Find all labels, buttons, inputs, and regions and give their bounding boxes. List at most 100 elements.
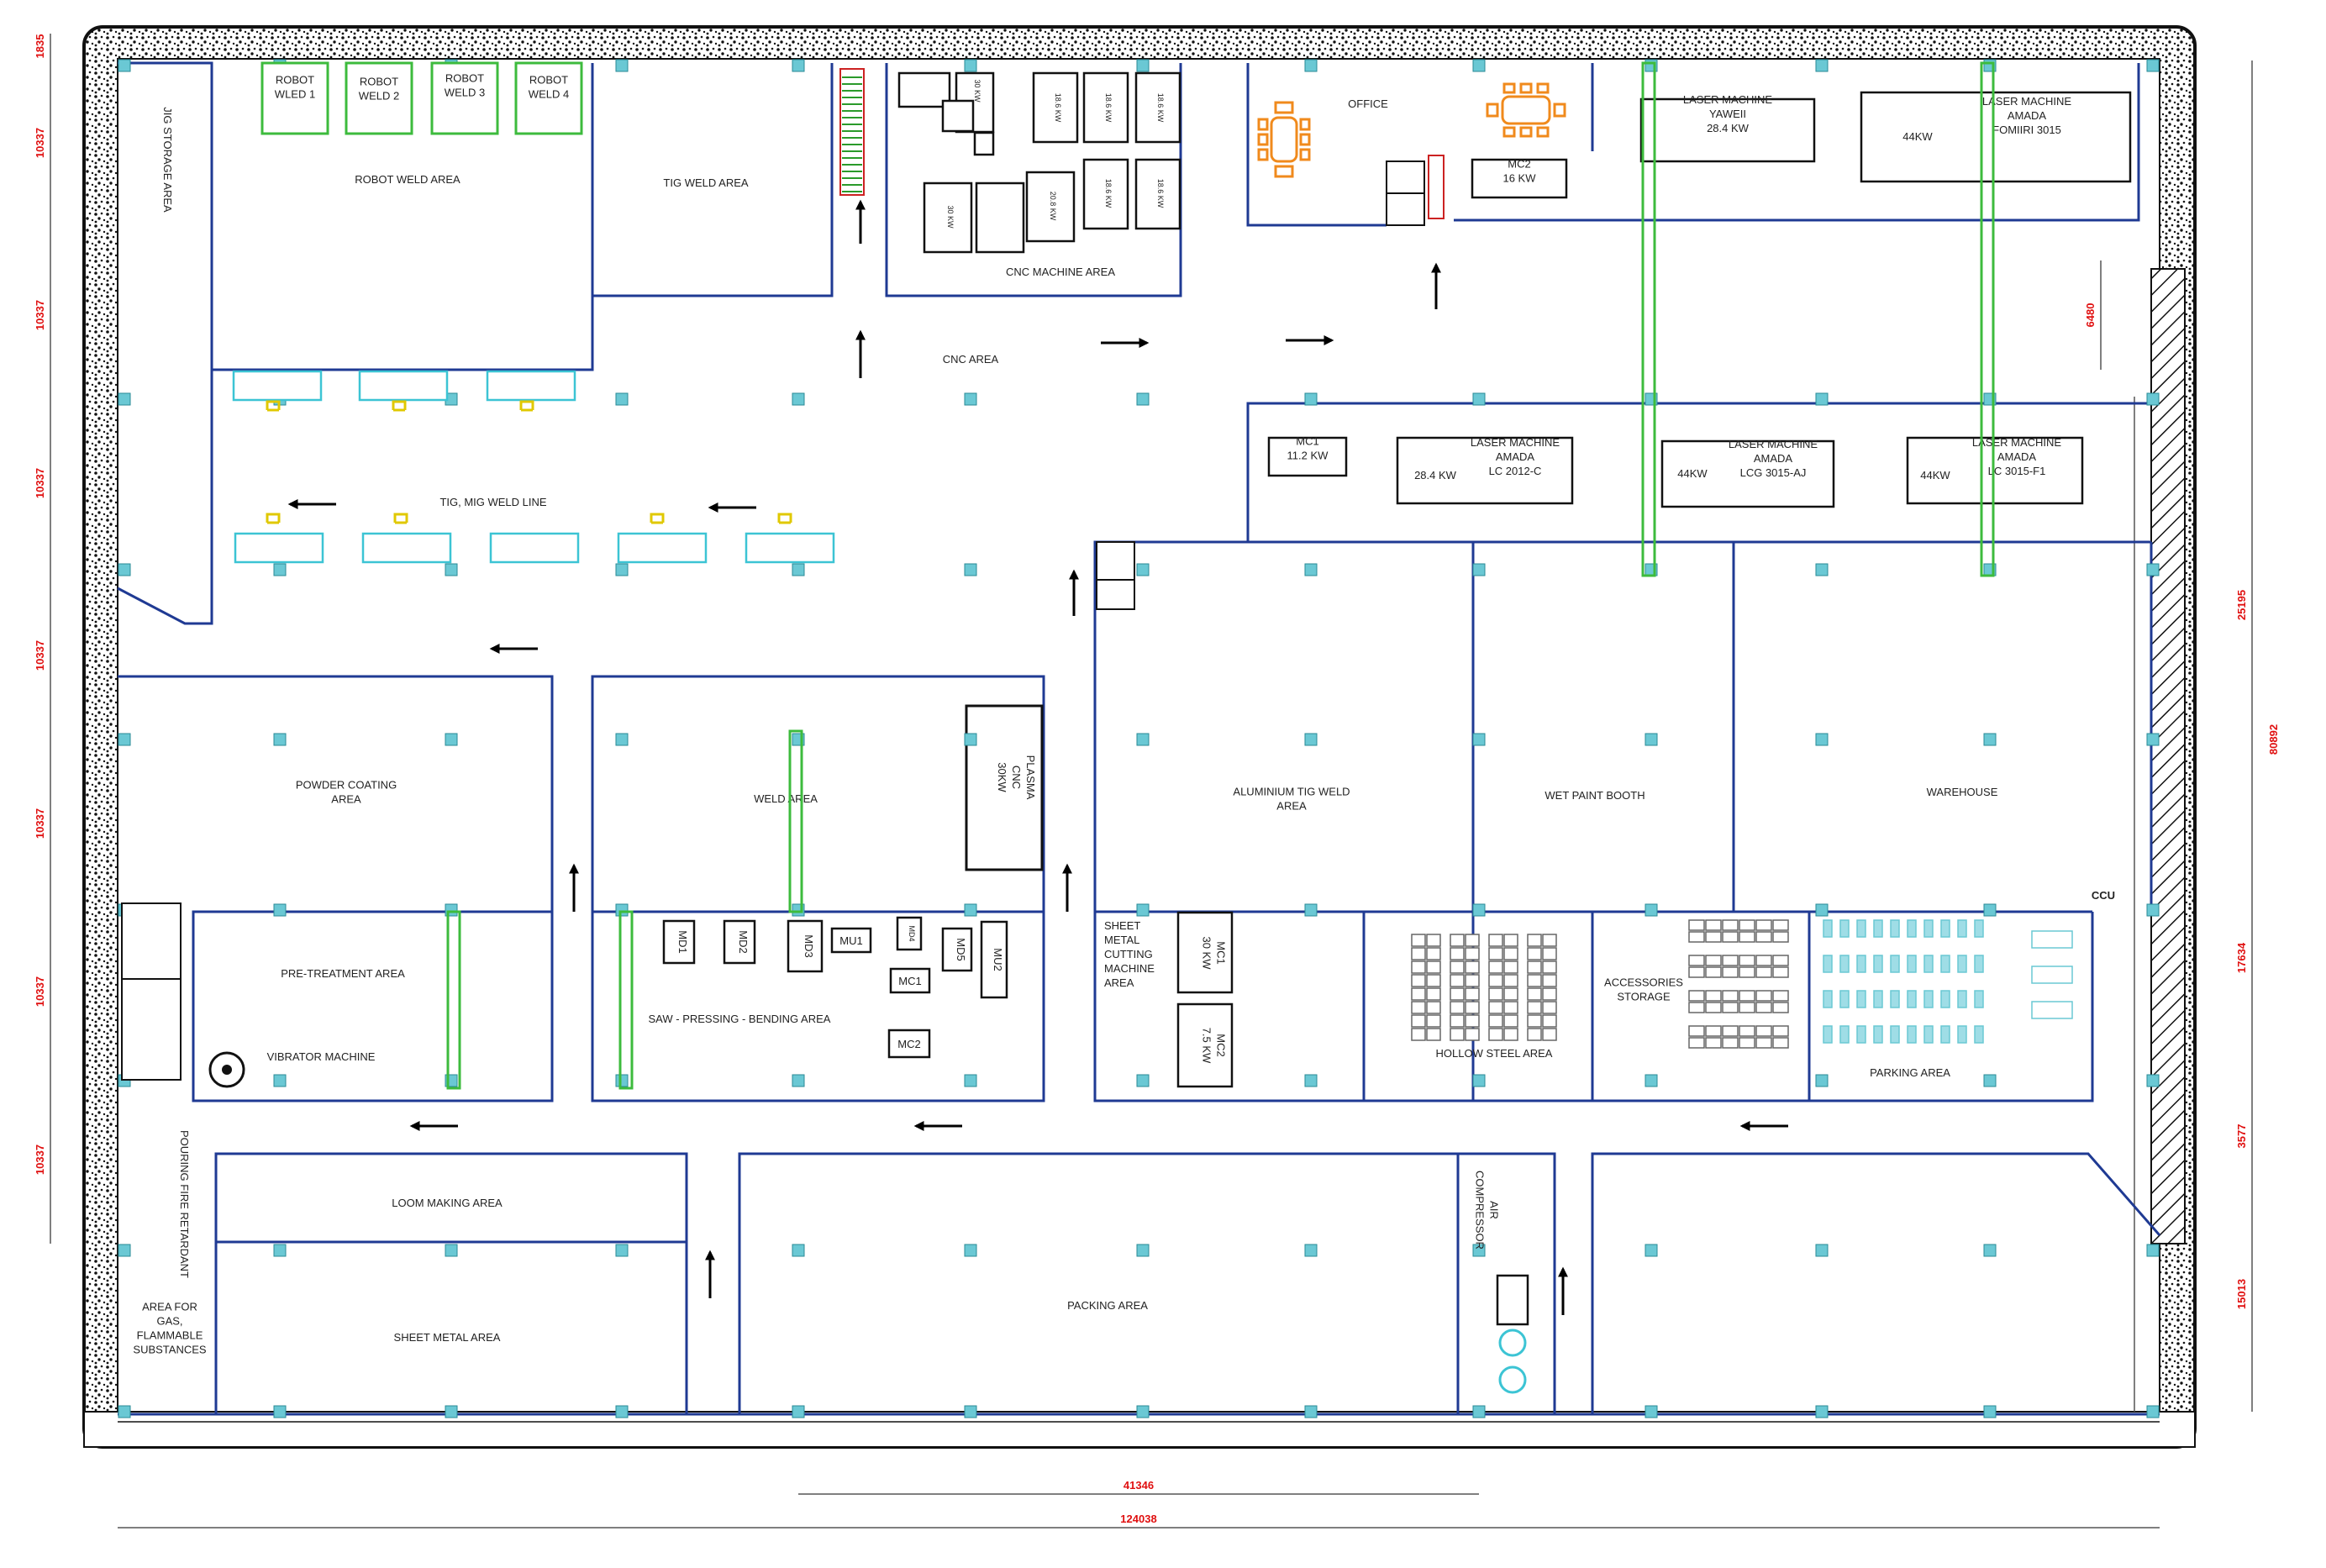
column-marker — [1645, 733, 1658, 746]
column-marker — [273, 1405, 287, 1418]
dim-right-b: 17634 — [2235, 942, 2248, 973]
accessory-rack — [1688, 931, 1705, 943]
weld-lift-icons — [266, 400, 792, 524]
hollow-steel-rack — [1426, 1001, 1441, 1014]
hollow-steel-rack — [1527, 1014, 1542, 1028]
column-marker — [2146, 733, 2160, 746]
laser-fomiiri-kw: 44KW — [1902, 130, 1933, 143]
hollow-steel-rack — [1450, 1028, 1465, 1041]
md4: MD4 — [908, 925, 916, 941]
parking-space — [1839, 955, 1850, 973]
hollow-steel-rack — [1488, 960, 1503, 974]
hollow-steel-rack — [1488, 1014, 1503, 1028]
column-marker — [1304, 59, 1318, 72]
dim-left-5: 10337 — [34, 808, 46, 839]
label-ccu: CCU — [2092, 889, 2115, 902]
dim-bottom-total: 124038 — [1120, 1513, 1156, 1525]
accessory-rack — [1739, 1037, 1755, 1049]
hollow-steel-rack — [1426, 934, 1441, 947]
parking-space — [1957, 1025, 1967, 1044]
column-marker — [792, 1405, 805, 1418]
accessory-rack — [1722, 1037, 1739, 1049]
column-marker — [445, 1405, 458, 1418]
robot-cell-1 — [260, 61, 329, 135]
hollow-steel-rack — [1450, 960, 1465, 974]
parking-space — [1890, 990, 1900, 1008]
robot-cell-2 — [345, 61, 413, 135]
accessory-rack — [1722, 919, 1739, 931]
storage-racks — [1411, 919, 2073, 1049]
column-marker — [1815, 563, 1829, 576]
accessory-rack — [1722, 990, 1739, 1002]
laser-lc-f1-kw: 44KW — [1920, 469, 1950, 481]
parking-space — [1923, 955, 1934, 973]
parking-space — [1907, 1025, 1917, 1044]
column-marker — [1815, 392, 1829, 406]
column-marker — [964, 563, 977, 576]
hollow-steel-rack — [1488, 934, 1503, 947]
column-marker — [1472, 59, 1486, 72]
column-marker — [615, 903, 629, 917]
parking-space — [1923, 1025, 1934, 1044]
dimension-labels: 1835 10337 10337 10337 10337 10337 10337… — [34, 34, 2280, 1525]
accessory-rack — [1755, 931, 1772, 943]
accessory-rack — [1772, 1025, 1789, 1037]
column-marker — [1136, 59, 1150, 72]
parking-space — [1856, 919, 1866, 938]
hollow-steel-rack — [1411, 960, 1426, 974]
column-marker — [2146, 1244, 2160, 1257]
dim-left-3: 10337 — [34, 468, 46, 498]
accessory-rack — [1755, 990, 1772, 1002]
parking-space — [1974, 1025, 1984, 1044]
cranes — [446, 61, 1995, 1090]
parking-space — [1823, 919, 1833, 938]
flow-arrows — [287, 199, 1788, 1315]
parking-space — [1974, 990, 1984, 1008]
hollow-steel-rack — [1488, 974, 1503, 987]
parking-space — [1890, 919, 1900, 938]
hollow-steel-rack — [1465, 1014, 1480, 1028]
column-marker — [118, 563, 131, 576]
parking-space — [1823, 955, 1833, 973]
dim-left-2: 10337 — [34, 300, 46, 330]
parking-space — [1940, 919, 1950, 938]
column-marker — [792, 1074, 805, 1087]
hollow-steel-rack — [1503, 974, 1518, 987]
column-marker — [1136, 1405, 1150, 1418]
column-marker — [1136, 392, 1150, 406]
column-marker — [1304, 733, 1318, 746]
column-marker — [964, 1405, 977, 1418]
office-furniture — [1257, 82, 1566, 178]
column-marker — [445, 563, 458, 576]
column-marker — [964, 1074, 977, 1087]
hollow-steel-rack — [1426, 1028, 1441, 1041]
column-marker — [273, 903, 287, 917]
column-marker — [1472, 563, 1486, 576]
column-marker — [1136, 1074, 1150, 1087]
accessory-rack — [1755, 1025, 1772, 1037]
hollow-steel-rack — [1411, 974, 1426, 987]
column-marker — [1136, 563, 1150, 576]
column-marker — [118, 392, 131, 406]
column-marker — [1815, 59, 1829, 72]
label-jig-storage: JIG STORAGE AREA — [161, 107, 174, 213]
column-marker — [1983, 1074, 1997, 1087]
label-vibrator: VIBRATOR MACHINE — [267, 1050, 376, 1063]
column-marker — [118, 1244, 131, 1257]
parking-space — [1923, 990, 1934, 1008]
column-marker — [1472, 903, 1486, 917]
parking-space — [1890, 955, 1900, 973]
accessory-rack — [1705, 1025, 1722, 1037]
md5: MD5 — [955, 938, 967, 960]
parking-space — [1873, 955, 1883, 973]
parking-space — [1839, 919, 1850, 938]
hollow-steel-rack — [1426, 960, 1441, 974]
dimension-lines — [50, 34, 2253, 1529]
restroom-blocks — [121, 160, 1425, 1081]
column-marker — [964, 903, 977, 917]
laser-lc2012-kw: 28.4 KW — [1414, 469, 1457, 481]
